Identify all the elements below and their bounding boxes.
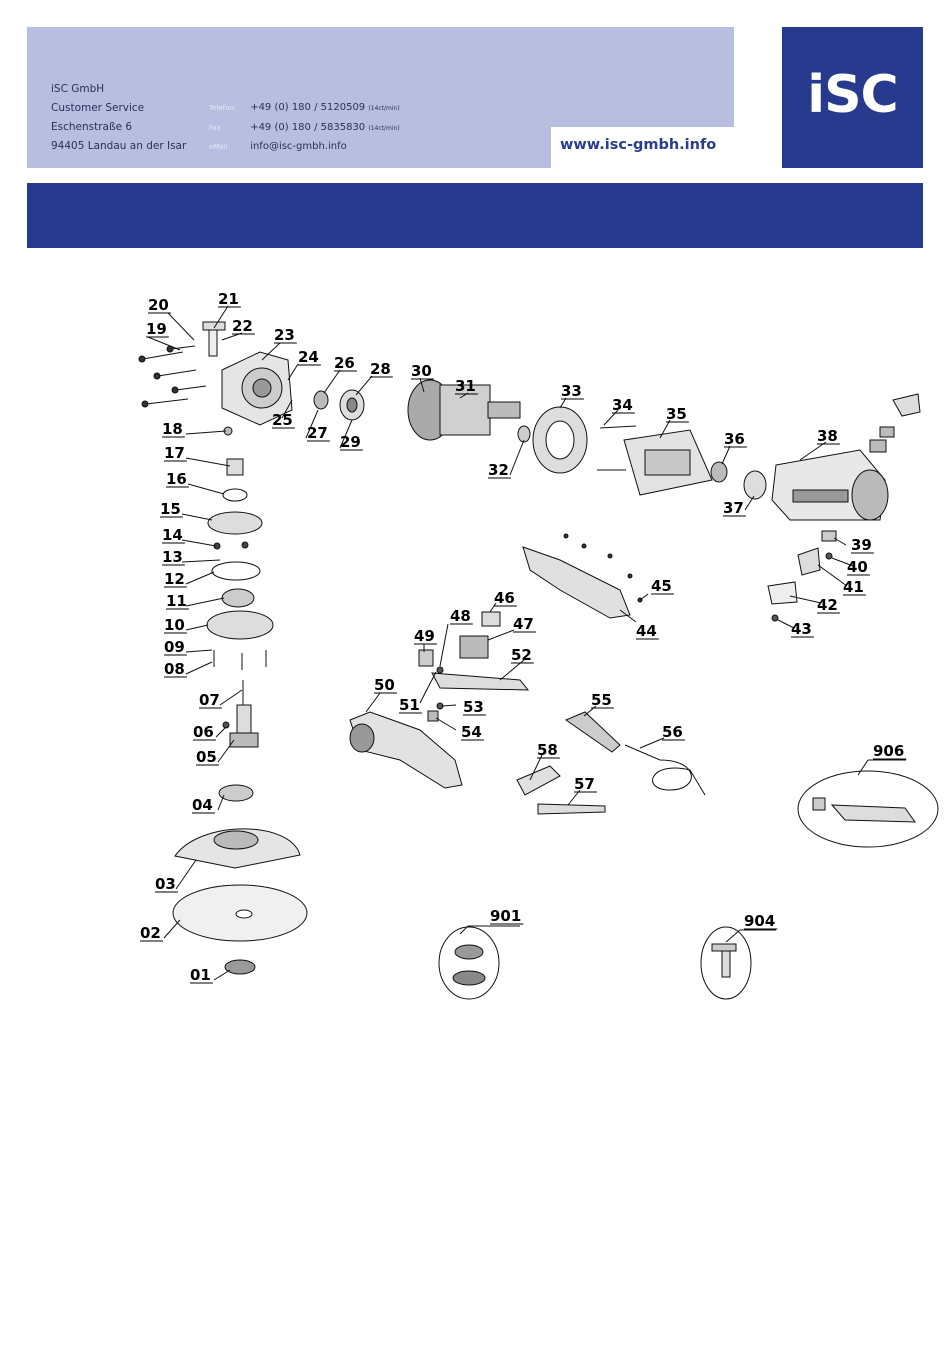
power-cable xyxy=(624,744,706,796)
part-label-901: 901 xyxy=(490,907,521,925)
part-label-26: 26 xyxy=(334,354,355,372)
part-label-57: 57 xyxy=(574,775,595,793)
part-label-52: 52 xyxy=(511,646,532,664)
part-label-31: 31 xyxy=(455,377,476,395)
company-city: 94405 Landau an der Isar xyxy=(51,140,187,152)
company-department: Customer Service xyxy=(51,102,145,114)
part-label-04: 04 xyxy=(192,796,213,814)
callout-904 xyxy=(700,926,752,1000)
part-label-48: 48 xyxy=(450,607,471,625)
contact-phone: Telefon: +49 (0) 180 / 5120509 (14ct/min… xyxy=(209,102,400,113)
part-label-40: 40 xyxy=(847,558,868,576)
part-label-54: 54 xyxy=(461,723,482,741)
company-address: iSC GmbH Customer Service Eschenstraße 6… xyxy=(51,80,186,156)
part-label-33: 33 xyxy=(561,382,582,400)
part-label-53: 53 xyxy=(463,698,484,716)
part-label-41: 41 xyxy=(843,578,864,596)
part-label-49: 49 xyxy=(414,627,435,645)
part-label-55: 55 xyxy=(591,691,612,709)
part-label-51: 51 xyxy=(399,696,420,714)
part-label-39: 39 xyxy=(851,536,872,554)
part-label-24: 24 xyxy=(298,348,319,366)
part-label-14: 14 xyxy=(162,526,183,544)
part-label-34: 34 xyxy=(612,396,633,414)
callout-906 xyxy=(797,770,939,848)
part-label-44: 44 xyxy=(636,622,657,640)
part-label-28: 28 xyxy=(370,360,391,378)
part-label-37: 37 xyxy=(723,499,744,517)
part-label-01: 01 xyxy=(190,966,211,984)
title-bar xyxy=(27,183,923,248)
logo-text: iSC xyxy=(807,65,898,125)
motor-housing xyxy=(771,449,889,521)
part-label-10: 10 xyxy=(164,616,185,634)
spindle-lock-part xyxy=(202,321,226,357)
ring-33 xyxy=(532,406,588,474)
part-label-23: 23 xyxy=(274,326,295,344)
part-label-27: 27 xyxy=(307,424,328,442)
isc-logo: iSC xyxy=(782,27,923,168)
part-label-35: 35 xyxy=(666,405,687,423)
handle-cover xyxy=(522,546,631,619)
part-label-03: 03 xyxy=(155,875,176,893)
wheel-guard xyxy=(174,828,301,869)
part-label-22: 22 xyxy=(232,317,253,335)
contact-email[interactable]: eMail info@isc-gmbh.info xyxy=(209,141,347,152)
part-label-07: 07 xyxy=(199,691,220,709)
part-label-45: 45 xyxy=(651,577,672,595)
part-label-38: 38 xyxy=(817,427,838,445)
screw-19 xyxy=(138,351,184,363)
part-label-13: 13 xyxy=(162,548,183,566)
part-label-47: 47 xyxy=(513,615,534,633)
part-label-56: 56 xyxy=(662,723,683,741)
contact-info: Telefon: +49 (0) 180 / 5120509 (14ct/min… xyxy=(209,99,400,157)
gear-housing xyxy=(221,351,293,426)
part-label-29: 29 xyxy=(340,433,361,451)
part-label-42: 42 xyxy=(817,596,838,614)
part-label-12: 12 xyxy=(164,570,185,588)
part-label-50: 50 xyxy=(374,676,395,694)
part-label-58: 58 xyxy=(537,741,558,759)
spindle xyxy=(229,704,259,748)
part-label-43: 43 xyxy=(791,620,812,638)
part-label-30: 30 xyxy=(411,362,432,380)
part-label-09: 09 xyxy=(164,638,185,656)
website-link[interactable]: www.isc-gmbh.info xyxy=(560,137,717,153)
part-label-36: 36 xyxy=(724,430,745,448)
part-label-02: 02 xyxy=(140,924,161,942)
part-label-11: 11 xyxy=(166,592,187,610)
part-label-16: 16 xyxy=(166,470,187,488)
grinding-disc xyxy=(172,884,308,942)
company-name: iSC GmbH xyxy=(51,83,105,95)
url-box xyxy=(551,127,734,168)
callout-901 xyxy=(438,926,500,1000)
part-label-21: 21 xyxy=(218,290,239,308)
part-label-15: 15 xyxy=(160,500,181,518)
company-street: Eschenstraße 6 xyxy=(51,121,133,133)
part-label-17: 17 xyxy=(164,444,185,462)
part-label-19: 19 xyxy=(146,320,167,338)
part-label-06: 06 xyxy=(193,723,214,741)
part-label-08: 08 xyxy=(164,660,185,678)
armature xyxy=(407,379,521,441)
contact-fax: Fax +49 (0) 180 / 5835830 (14ct/min) xyxy=(209,121,400,133)
part-label-05: 05 xyxy=(196,748,217,766)
part-labels: 01 02 03 04 05 06 07 08 09 10 11 12 13 14 15 16 17 18 19 20… xyxy=(140,290,907,984)
part-label-18: 18 xyxy=(162,420,183,438)
rear-handle xyxy=(349,711,463,789)
part-label-906: 906 xyxy=(873,742,904,760)
part-label-904: 904 xyxy=(744,912,775,930)
part-label-25: 25 xyxy=(272,411,293,429)
part-label-46: 46 xyxy=(494,589,515,607)
part-label-20: 20 xyxy=(148,296,169,314)
part-label-32: 32 xyxy=(488,461,509,479)
stator xyxy=(623,429,713,496)
